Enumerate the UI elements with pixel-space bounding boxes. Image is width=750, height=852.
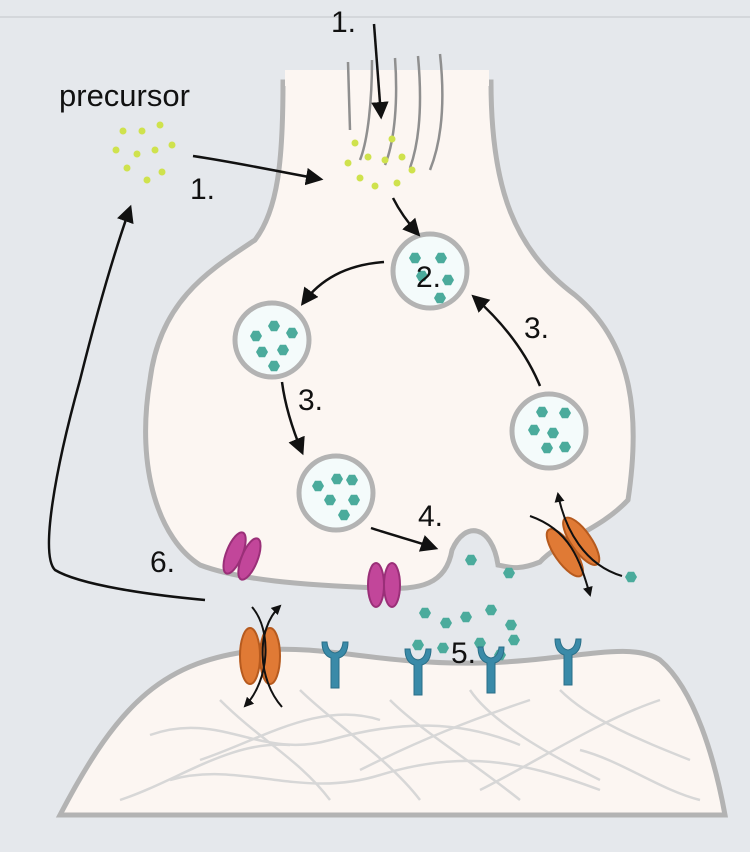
vesicle-top: [390, 231, 470, 311]
axon-fibres: [346, 53, 444, 171]
step-1-top-label: 1.: [331, 6, 356, 39]
postsynaptic-fibres: [119, 689, 701, 802]
step-1-left-label: 1.: [190, 173, 215, 206]
step-3-right-label: 3.: [524, 312, 549, 345]
precursor-inside: [344, 135, 416, 190]
step-3-left-label: 3.: [298, 384, 323, 417]
step-2-label: 2.: [416, 261, 441, 294]
step-6-label: 6.: [150, 546, 175, 579]
ion-channel-icon: [367, 562, 401, 608]
precursor-label: precursor: [59, 78, 190, 113]
precursor-outside: [112, 121, 176, 184]
step-5-label: 5.: [451, 637, 476, 670]
vesicle-left: [232, 300, 312, 380]
process-arrows: [47, 23, 542, 602]
presynaptic-terminal: [143, 79, 636, 591]
ion-channel-icon: [222, 531, 262, 581]
vesicle-bottom: [296, 453, 376, 533]
vesicle-right: [509, 391, 589, 471]
step-4-label: 4.: [418, 500, 443, 533]
